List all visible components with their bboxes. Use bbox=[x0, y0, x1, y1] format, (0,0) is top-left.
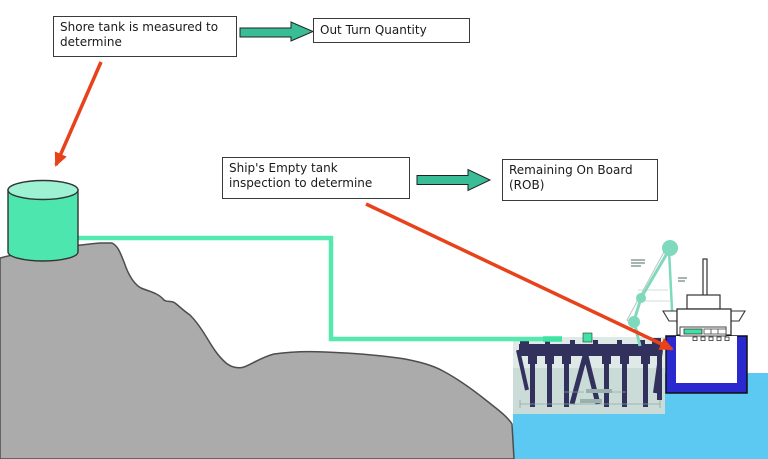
manifold-hatch bbox=[683, 328, 703, 335]
remaining-on-board-box: Remaining On Board (ROB) bbox=[502, 159, 658, 201]
shore-tank-illustration bbox=[7, 179, 79, 262]
flow-arrow-icon bbox=[239, 21, 315, 42]
ship-empty-tank-box: Ship's Empty tank inspection to determin… bbox=[222, 157, 410, 199]
out-turn-quantity-box: Out Turn Quantity bbox=[313, 18, 470, 43]
ship-mast bbox=[702, 258, 708, 297]
empty-tank-hold bbox=[676, 336, 737, 383]
pointer-arrow-to-ship-icon bbox=[365, 202, 674, 351]
jetty-drawing bbox=[513, 337, 665, 414]
pipeline bbox=[78, 235, 593, 343]
pointer-arrow-to-tank-icon bbox=[54, 61, 103, 167]
shoreline-landmass bbox=[0, 242, 515, 459]
shore-tank-box: Shore tank is measured to determine bbox=[53, 16, 237, 57]
flow-arrow-icon bbox=[416, 168, 492, 192]
ship-cross-section bbox=[662, 258, 748, 394]
